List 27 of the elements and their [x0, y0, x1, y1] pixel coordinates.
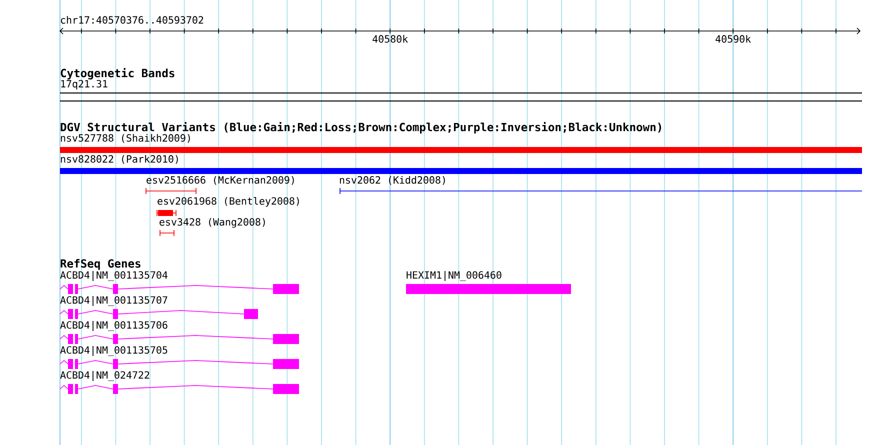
variant-bar: nsv828022 (Park2010)	[60, 154, 862, 174]
coordinate-label: chr17:40570376..40593702	[60, 16, 204, 24]
tick-label: 40580k	[372, 34, 408, 43]
variant-bar: nsv527788 (Shaikh2009)	[60, 134, 862, 153]
cytoband: 17q21.31	[60, 80, 862, 102]
node-label: ACBD4|NM_001135707	[60, 296, 168, 306]
gene-model: ACBD4|NM_001135704	[60, 270, 299, 294]
node-label: ACBD4|NM_001135706	[60, 320, 168, 331]
node-label: nsv828022 (Park2010)	[60, 154, 178, 164]
gene-model: HEXIM1|NM_006460	[406, 270, 571, 294]
track-heading: DGV Structural Variants (Blue:Gain;Red:Loss;Brown:Complex;Purple:Inversion;Black:Unknown)	[60, 122, 662, 134]
tick-label: 40590k	[716, 34, 751, 43]
gene-model: ACBD4|NM_001135707	[60, 296, 258, 319]
gene-model: ACBD4|NM_024722	[60, 370, 299, 394]
node-label: ACBD4|NM_001135705	[60, 346, 168, 356]
node-label: nsv527788 (Shaikh2009)	[60, 134, 190, 143]
variant-bar: nsv2062 (Kidd2008)	[340, 176, 862, 194]
track-heading: RefSeq Genes	[60, 259, 140, 270]
variant-bar: esv2061968 (Bentley2008)	[156, 197, 299, 216]
gene-model: ACBD4|NM_001135706	[60, 320, 299, 344]
node-label: ACBD4|NM_024722	[60, 370, 150, 381]
variant-bar: esv3428 (Wang2008)	[160, 218, 265, 236]
node-label: esv2061968 (Bentley2008)	[158, 196, 299, 207]
variant-bar: esv2516666 (McKernan2009)	[146, 176, 294, 194]
gene-model: ACBD4|NM_001135705	[60, 346, 299, 369]
node-label: ACBD4|NM_001135704	[60, 270, 168, 281]
node-label: HEXIM1|NM_006460	[406, 270, 502, 281]
